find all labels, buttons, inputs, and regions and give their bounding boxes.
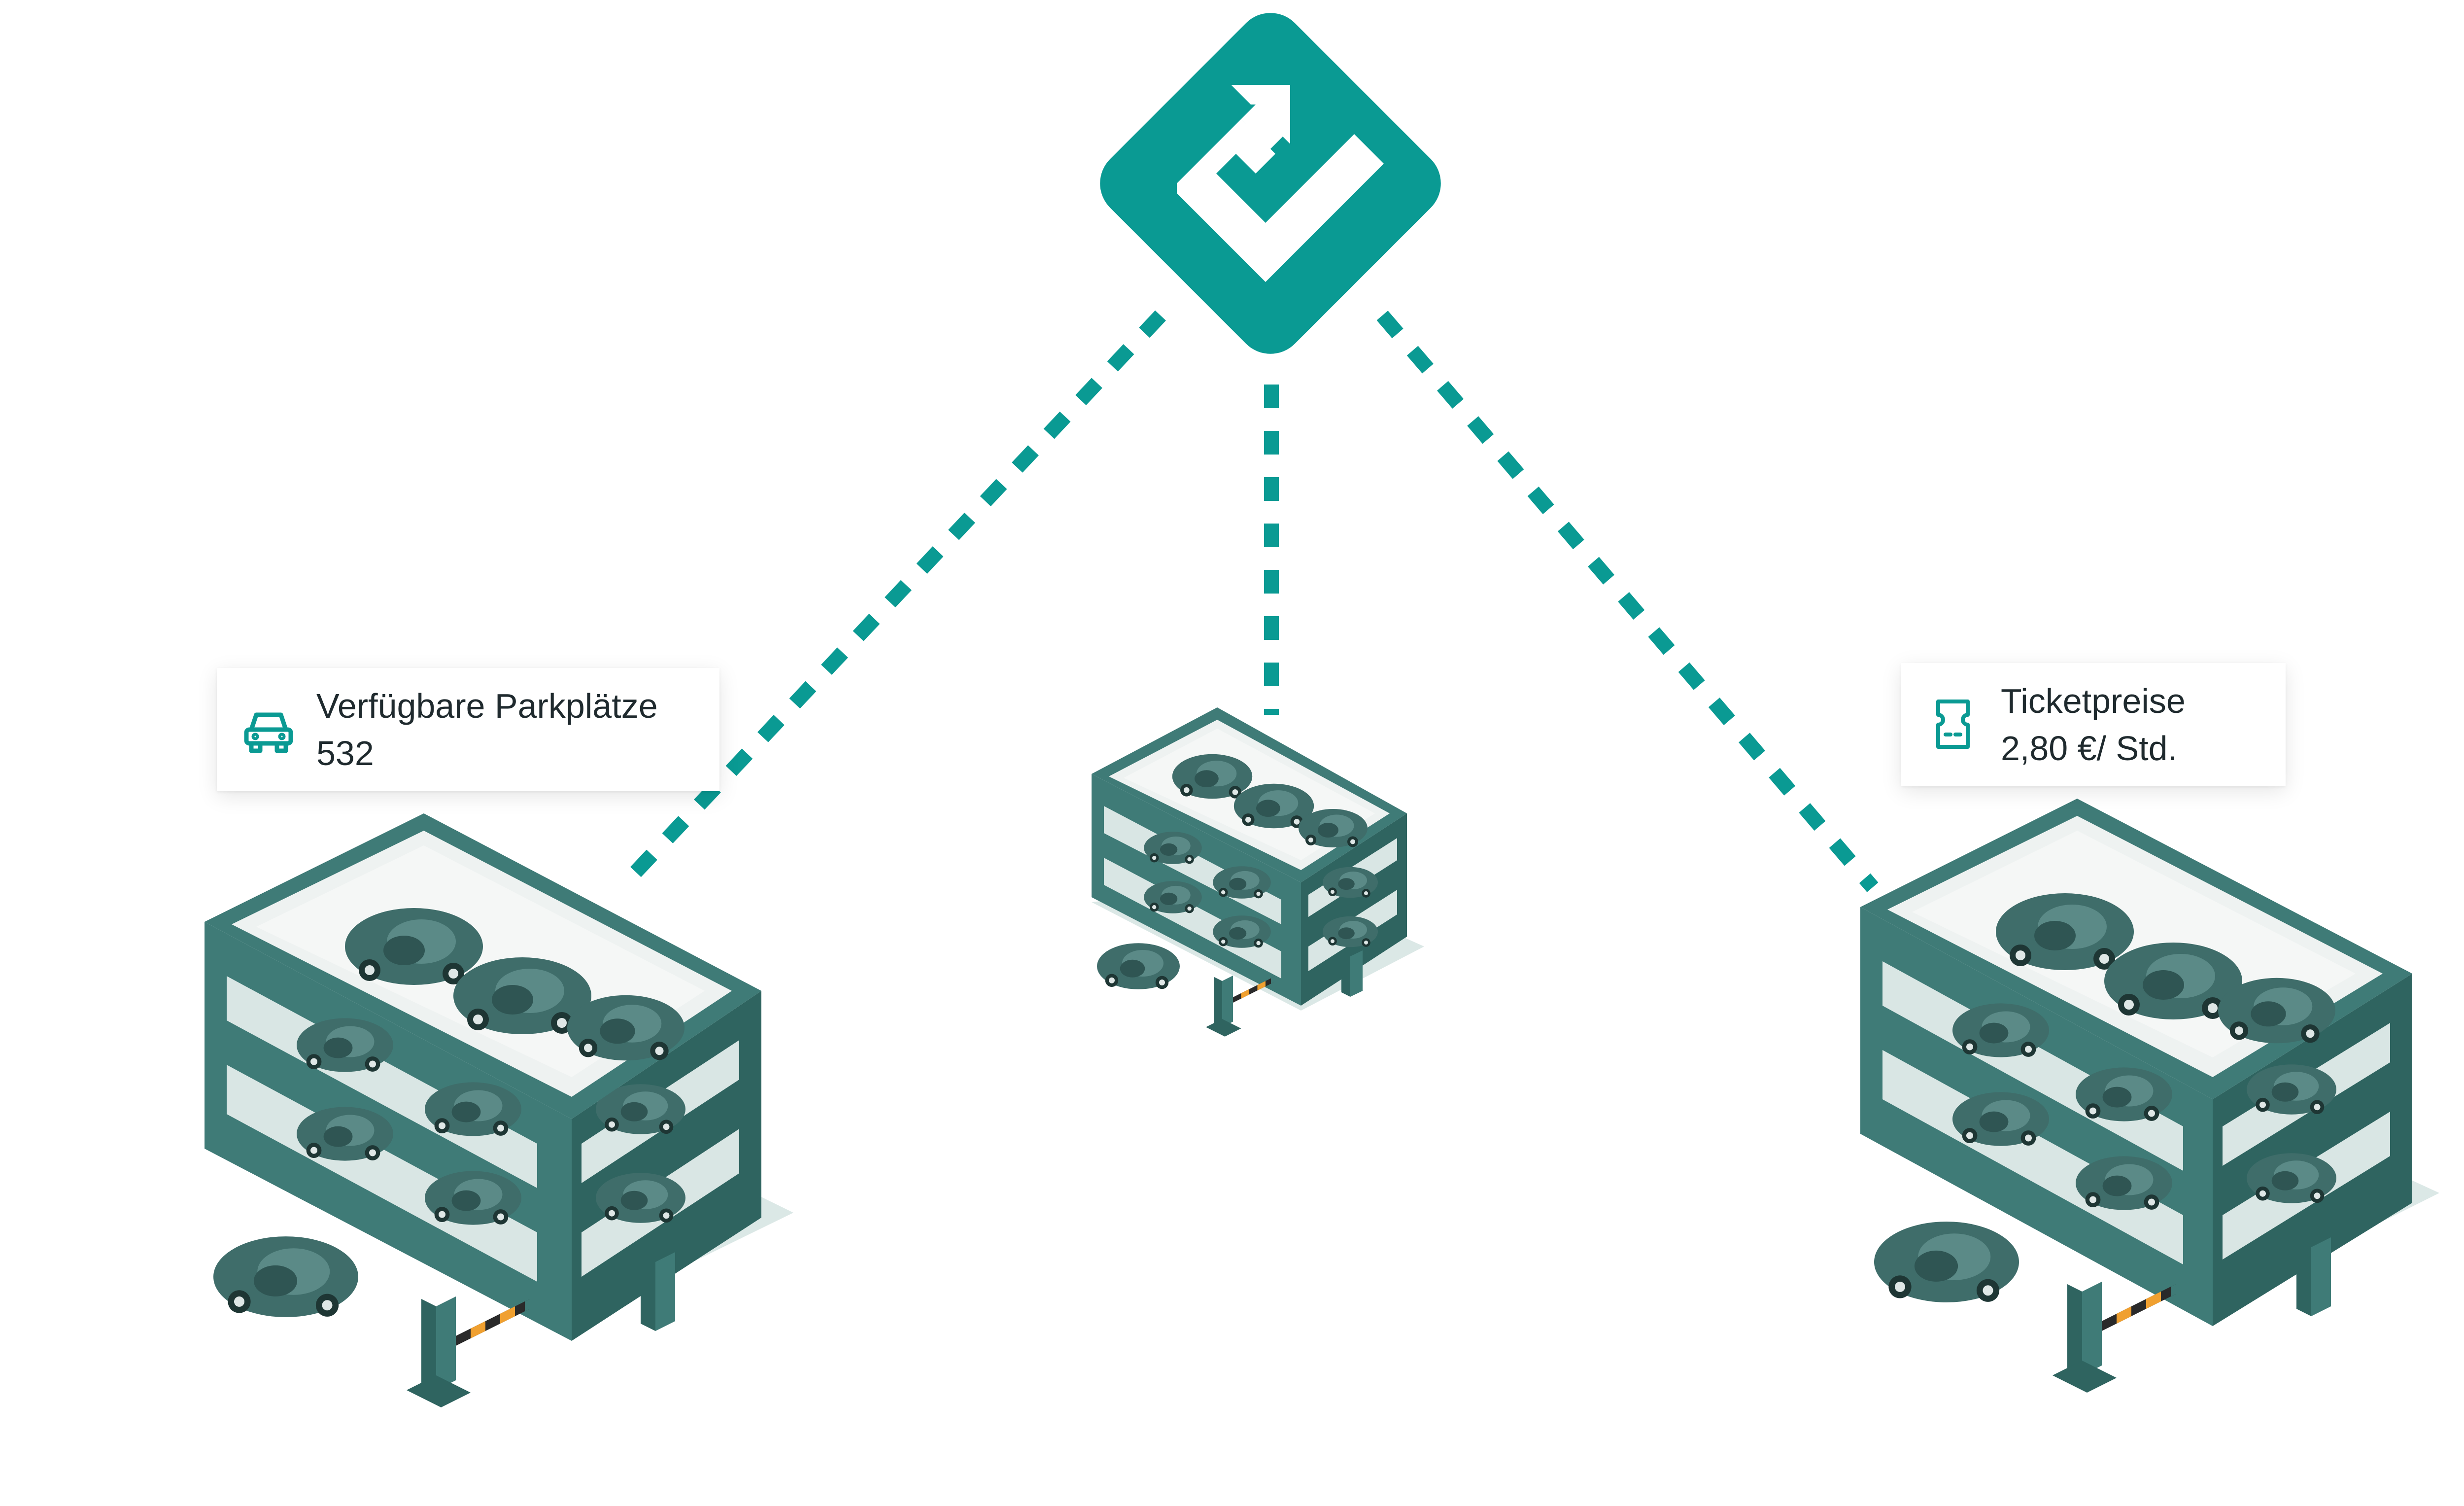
route-arrow-icon — [1100, 13, 1441, 354]
parking-garage-center — [1092, 707, 1424, 1037]
ticket-icon — [1926, 698, 1980, 752]
ticket-price-card: Ticketpreise 2,80 €/ Std. — [1901, 663, 2286, 786]
connector-right — [1376, 311, 1879, 892]
parking-garage-left — [205, 813, 793, 1407]
available-spaces-label: Verfügbare Parkplätze — [316, 687, 658, 725]
car-icon — [241, 702, 296, 757]
parking-garage-right — [1860, 799, 2439, 1393]
available-spaces-value: 532 — [316, 734, 374, 772]
connector-left — [620, 310, 1166, 888]
available-spaces-card: Verfügbare Parkplätze 532 — [217, 668, 719, 791]
ticket-price-label: Ticketpreise — [2001, 682, 2186, 720]
ticket-price-value: 2,80 €/ Std. — [2001, 729, 2178, 768]
